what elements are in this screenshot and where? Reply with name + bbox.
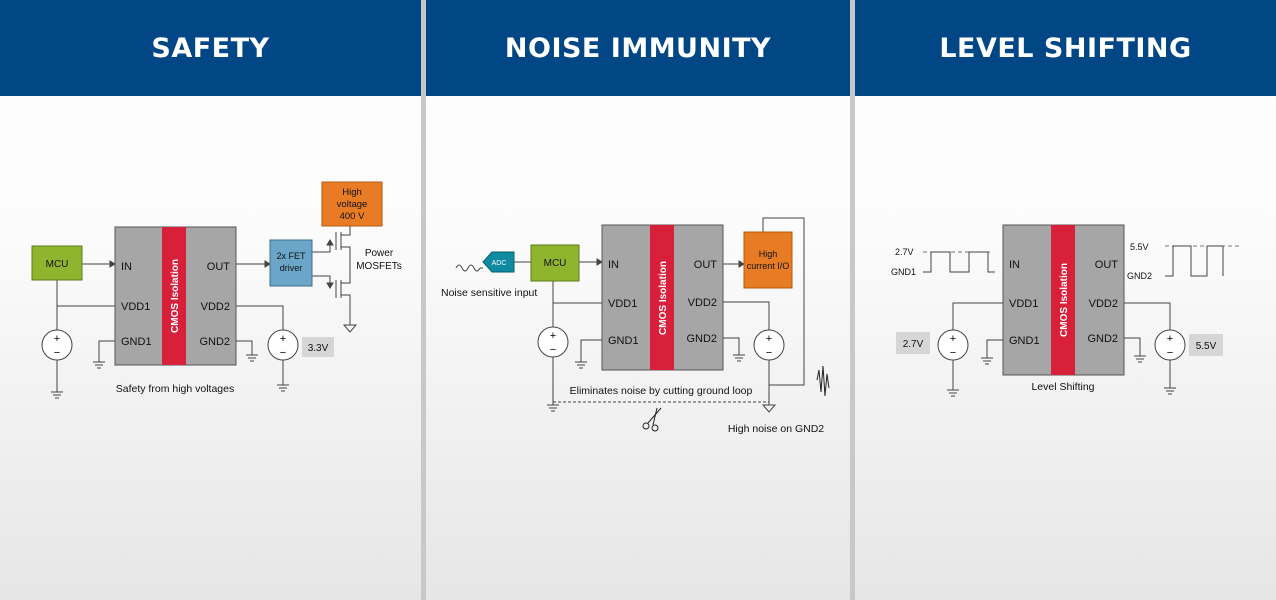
safety-isolation-barrier [162,227,186,365]
svg-text:−: − [550,344,556,356]
input-high-level: 2.7V [895,247,914,257]
safety-in-pin: IN [121,261,132,273]
safety-source-left: + − [41,329,73,361]
svg-text:+: + [1167,333,1173,345]
safety-vdd2-pin: VDD2 [201,301,230,313]
level-caption: Level Shifting [1031,381,1094,393]
output-ground-level: GND2 [1127,271,1152,281]
svg-text:+: + [280,333,286,345]
level-vin-value: 2.7V [903,339,924,350]
noise-vdd1-pin: VDD1 [608,298,637,310]
noise-source-left: + − [537,326,569,358]
safety-vdd1-pin: VDD1 [121,301,150,313]
noise-isolation-label: CMOS Isolation [658,261,669,335]
safety-hv-label-2: voltage [337,199,368,210]
safety-fet-driver-block [269,239,313,287]
adc-label: ADC [492,260,507,267]
svg-text:+: + [766,333,772,345]
svg-text:+: + [950,333,956,345]
safety-hv-label-1: High [342,187,362,198]
noise-mcu-label: MCU [544,258,567,269]
safety-out-pin: OUT [207,261,231,273]
safety-mcu-block [31,245,83,281]
svg-text:−: − [54,347,60,359]
svg-text:−: − [280,347,286,359]
safety-header: SAFETY [0,0,421,96]
safety-gnd2-pin: GND2 [199,336,230,348]
gnd2-noise-label: High noise on GND2 [728,423,824,435]
noise-gnd2-pin: GND2 [686,333,717,345]
safety-mosfets-label-2: MOSFETs [356,261,402,272]
safety-caption: Safety from high voltages [116,383,234,395]
safety-isolation-label: CMOS Isolation [170,259,181,333]
noise-immunity-header: NOISE IMMUNITY [426,0,850,96]
level-vdd2-pin: VDD2 [1089,298,1118,310]
svg-text:+: + [550,330,556,342]
level-gnd1-pin: GND1 [1009,335,1040,347]
level-source-left: + − [937,329,969,361]
noise-isolation-barrier [650,225,674,370]
level-source-right: + − [1154,329,1186,361]
noise-immunity-title: NOISE IMMUNITY [504,32,772,64]
panel-divider [850,0,855,600]
noise-gnd1-pin: GND1 [608,335,639,347]
safety-diagram: + − + − MCU CMOS Isolation IN VDD1 GND1 … [31,181,402,399]
noise-immunity-panel: NOISE IMMUNITY [426,0,850,600]
level-shifting-title: LEVEL SHIFTING [939,32,1192,64]
level-shifting-panel: LEVEL SHIFTING [855,0,1276,600]
svg-text:+: + [54,333,60,345]
panel-divider [421,0,426,600]
safety-hv-label-3: 400 V [340,211,365,222]
high-current-label-2: current I/O [747,261,790,271]
svg-text:−: − [766,347,772,359]
level-vout-badge [1189,334,1223,356]
safety-panel: SAFETY [0,0,421,600]
scissors-icon [642,407,662,432]
safety-voltage-value: 3.3V [308,343,329,354]
safety-voltage-badge [302,337,334,357]
adc-block [482,251,515,273]
safety-gnd1-pin: GND1 [121,336,152,348]
svg-text:−: − [1167,347,1173,359]
level-in-pin: IN [1009,259,1020,271]
safety-mcu-label: MCU [46,259,69,270]
safety-high-voltage-block [321,181,383,227]
level-shifting-header: LEVEL SHIFTING [855,0,1276,96]
output-high-level: 5.5V [1130,242,1149,252]
safety-mosfets-label-1: Power [365,248,394,259]
input-ground-level: GND1 [891,267,916,277]
safety-title: SAFETY [151,32,270,64]
level-isolation-barrier [1051,225,1075,375]
level-shifting-diagram: + − + − 2.7V GND1 5.5V GND2 CMOS Isolati… [891,224,1240,397]
level-vin-badge [896,332,930,354]
noise-mcu-block [530,244,580,282]
level-isolation-label: CMOS Isolation [1059,263,1070,337]
noise-vdd2-pin: VDD2 [688,297,717,309]
safety-fet-driver-label-1: 2x FET [276,251,306,261]
svg-text:−: − [950,347,956,359]
high-current-io-block [743,231,793,289]
safety-fet-driver-label-2: driver [280,263,303,273]
safety-source-right: + − [267,329,299,361]
noise-out-pin: OUT [694,259,718,271]
noise-in-pin: IN [608,259,619,271]
level-vout-value: 5.5V [1196,341,1217,352]
noise-source-right: + − [753,329,785,361]
high-current-label-1: High [759,249,778,259]
noise-immunity-diagram: + − + − ADC MCU CMOS Isolation IN VDD1 G… [441,217,830,435]
level-out-pin: OUT [1095,259,1119,271]
noise-input-label: Noise sensitive input [441,287,537,299]
noise-caption: Eliminates noise by cutting ground loop [570,385,753,397]
level-vdd1-pin: VDD1 [1009,298,1038,310]
level-gnd2-pin: GND2 [1087,333,1118,345]
